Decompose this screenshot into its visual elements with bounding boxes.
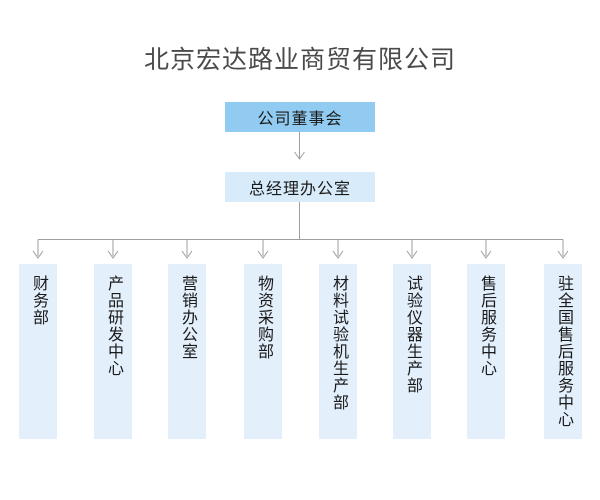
testing-instrument-production-label: 试验仪器生产部 [404,275,421,394]
board-label: 公司董事会 [257,111,343,128]
board-box: 公司董事会 [225,102,375,132]
product-rd-center-box: 产品研发中心 [94,264,132,439]
testing-instrument-production-box: 试验仪器生产部 [393,264,431,439]
after-sales-service-center-label: 售后服务中心 [478,275,495,377]
marketing-office-label: 营销办公室 [179,275,196,360]
dept-drop-arrow [32,239,44,259]
finance-dept-label: 财务部 [30,275,47,326]
dept-drop-arrow [181,239,193,259]
dept-drop-arrow [480,239,492,259]
board-to-gm-connector [294,132,305,160]
national-after-sales-service-center-box: 驻全国售后服务中心 [544,264,582,439]
marketing-office-box: 营销办公室 [168,264,206,439]
material-testing-machine-production-label: 材料试验机生产部 [330,275,347,411]
dept-drop-arrow [557,239,569,259]
gm-office-box: 总经理办公室 [225,172,375,202]
company-title: 北京宏达路业商贸有限公司 [143,46,456,74]
dept-drop-arrow [107,239,119,259]
procurement-dept-box: 物资采购部 [244,264,282,439]
dept-drop-arrow [332,239,344,259]
after-sales-service-center-box: 售后服务中心 [467,264,505,439]
procurement-dept-label: 物资采购部 [255,275,272,360]
product-rd-center-label: 产品研发中心 [105,275,122,377]
dept-drop-arrow [257,239,269,259]
finance-dept-box: 财务部 [19,264,57,439]
material-testing-machine-production-box: 材料试验机生产部 [319,264,357,439]
gm-office-label: 总经理办公室 [248,181,351,198]
national-after-sales-service-center-label: 驻全国售后服务中心 [555,275,572,428]
dept-drop-arrow [406,239,418,259]
